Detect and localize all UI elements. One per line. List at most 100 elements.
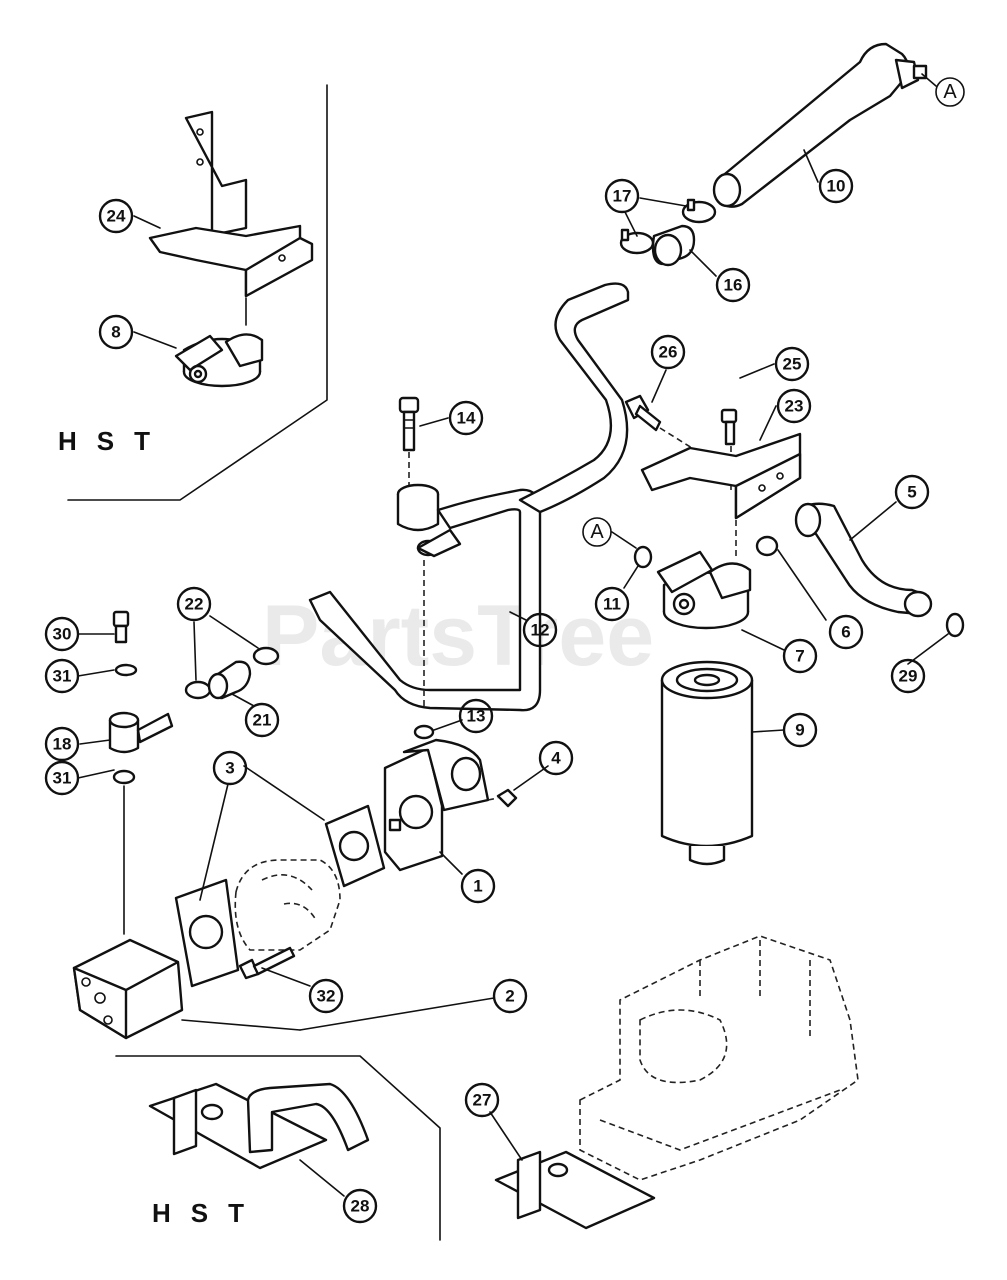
- reference-a-mid: A: [582, 517, 612, 547]
- svg-text:22: 22: [185, 595, 204, 614]
- svg-text:14: 14: [457, 409, 476, 428]
- svg-text:26: 26: [659, 343, 678, 362]
- part-26-bolt[interactable]: [624, 394, 662, 432]
- svg-text:23: 23: [785, 397, 804, 416]
- svg-text:17: 17: [613, 187, 632, 206]
- svg-text:21: 21: [253, 711, 272, 730]
- callout-13[interactable]: 13: [458, 698, 494, 734]
- callout-23[interactable]: 23: [776, 388, 812, 424]
- part-13-o-ring[interactable]: [413, 724, 435, 740]
- callout-32[interactable]: 32: [308, 978, 344, 1014]
- svg-text:1: 1: [473, 877, 482, 896]
- svg-text:4: 4: [551, 749, 561, 768]
- part-31-washer-top[interactable]: [114, 663, 138, 677]
- callout-29[interactable]: 29: [890, 658, 926, 694]
- svg-text:6: 6: [841, 623, 850, 642]
- callout-18[interactable]: 18: [44, 726, 80, 762]
- callout-1[interactable]: 1: [460, 868, 496, 904]
- callout-6[interactable]: 6: [828, 614, 864, 650]
- part-12-hose-assembly[interactable]: [308, 282, 630, 712]
- callout-28[interactable]: 28: [342, 1188, 378, 1224]
- svg-text:5: 5: [907, 483, 916, 502]
- leader-lines: [77, 149, 949, 1197]
- reference-a-top: A: [921, 73, 965, 107]
- part-2-pump[interactable]: [72, 938, 184, 1040]
- part-22-clamps[interactable]: [184, 646, 280, 700]
- svg-text:32: 32: [317, 987, 336, 1006]
- svg-text:27: 27: [473, 1091, 492, 1110]
- part-31-washer-bottom[interactable]: [112, 769, 136, 785]
- callout-7[interactable]: 7: [782, 638, 818, 674]
- part-25-bolt[interactable]: [720, 408, 738, 446]
- callout-9[interactable]: 9: [782, 712, 818, 748]
- callout-27[interactable]: 27: [464, 1082, 500, 1118]
- callout-31-bottom[interactable]: 31: [44, 760, 80, 796]
- callout-21[interactable]: 21: [244, 702, 280, 738]
- part-30-bleeder[interactable]: [112, 610, 130, 644]
- svg-text:25: 25: [783, 355, 802, 374]
- part-3-gasket-lower[interactable]: [174, 878, 240, 988]
- svg-text:10: 10: [827, 177, 846, 196]
- part-14-bolt[interactable]: [398, 396, 420, 452]
- hst-inset-top: HST: [58, 84, 328, 501]
- part-23-bracket[interactable]: [640, 432, 802, 520]
- callout-10[interactable]: 10: [818, 168, 854, 204]
- part-21-hose[interactable]: [207, 660, 252, 700]
- svg-text:9: 9: [795, 721, 804, 740]
- svg-text:A: A: [590, 521, 604, 543]
- svg-text:30: 30: [53, 625, 72, 644]
- callout-22[interactable]: 22: [176, 586, 212, 622]
- svg-text:29: 29: [899, 667, 918, 686]
- callout-26[interactable]: 26: [650, 334, 686, 370]
- inset-border-top: [67, 84, 328, 501]
- callout-24[interactable]: 24: [98, 198, 134, 234]
- callout-12[interactable]: 12: [522, 612, 558, 648]
- part-6-o-ring[interactable]: [755, 535, 779, 557]
- part-32-screw[interactable]: [238, 946, 296, 980]
- svg-text:16: 16: [724, 276, 743, 295]
- callout-5[interactable]: 5: [894, 474, 930, 510]
- callout-30[interactable]: 30: [44, 616, 80, 652]
- engine-outline: [579, 935, 859, 1181]
- part-27-plate[interactable]: [494, 1150, 656, 1230]
- part-24-bracket[interactable]: [148, 110, 314, 298]
- part-16-hose[interactable]: [651, 224, 696, 267]
- hst-inset-bottom: HST: [115, 1055, 441, 1241]
- svg-text:7: 7: [795, 647, 804, 666]
- svg-text:31: 31: [53, 667, 72, 686]
- part-7-filter-head[interactable]: [656, 550, 752, 630]
- callout-8[interactable]: 8: [98, 314, 134, 350]
- part-4-screw[interactable]: [496, 788, 518, 808]
- part-28-plate[interactable]: [148, 1082, 370, 1170]
- part-18-adapter[interactable]: [108, 711, 174, 754]
- part-9-filter[interactable]: [660, 660, 754, 866]
- callout-4[interactable]: 4: [538, 740, 574, 776]
- part-3-gasket-upper[interactable]: [324, 804, 386, 888]
- hst-label-top: HST: [58, 426, 170, 456]
- dashed-pump-housing: [234, 859, 341, 951]
- callout-2[interactable]: 2: [492, 978, 528, 1014]
- svg-text:A: A: [943, 81, 957, 103]
- callout-3[interactable]: 3: [212, 750, 248, 786]
- callout-16[interactable]: 16: [715, 267, 751, 303]
- svg-text:13: 13: [467, 707, 486, 726]
- callout-11[interactable]: 11: [594, 586, 630, 622]
- svg-text:18: 18: [53, 735, 72, 754]
- part-10-hose[interactable]: [712, 42, 928, 208]
- svg-text:3: 3: [225, 759, 234, 778]
- svg-text:28: 28: [351, 1197, 370, 1216]
- callout-25[interactable]: 25: [774, 346, 810, 382]
- part-5-hose[interactable]: [794, 502, 933, 618]
- callout-17[interactable]: 17: [604, 178, 640, 214]
- part-1-pump[interactable]: [383, 738, 490, 872]
- part-8-filter-head[interactable]: [174, 333, 264, 388]
- part-11-o-ring[interactable]: [633, 545, 653, 569]
- callout-31-top[interactable]: 31: [44, 658, 80, 694]
- hst-label-bottom: HST: [152, 1198, 264, 1228]
- svg-text:8: 8: [111, 323, 120, 342]
- svg-text:24: 24: [107, 207, 126, 226]
- callout-14[interactable]: 14: [448, 400, 484, 436]
- svg-text:31: 31: [53, 769, 72, 788]
- part-29-o-ring[interactable]: [945, 612, 965, 638]
